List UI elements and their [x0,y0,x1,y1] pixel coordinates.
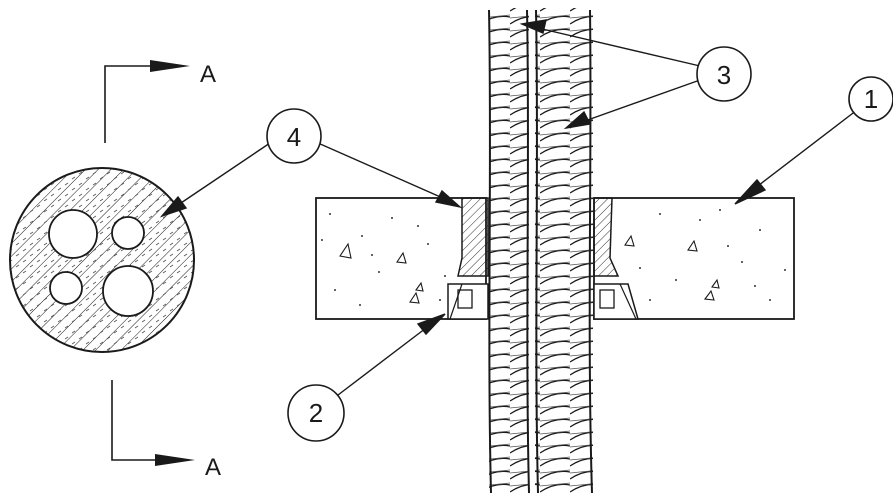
callout-label: 2 [309,398,323,428]
callout-label: 3 [717,60,731,90]
bar-hole [49,271,83,305]
section-marker-bottom: A [111,380,221,481]
callout-label: 4 [287,122,301,152]
callout-label: 1 [864,84,878,114]
section-view [9,167,195,353]
callout-4: 4 [266,108,322,164]
bar-hole [111,216,145,250]
section-label-top: A [200,61,216,88]
bar-hole [48,209,98,259]
callout-1: 1 [848,76,893,122]
callout-2: 2 [287,384,345,442]
section-label-bottom: A [205,454,221,481]
sealing-insert-right [593,197,639,320]
section-disc-texture [11,169,193,351]
bar-hole [102,265,154,317]
sealing-insert-left [447,197,489,320]
rebar-left [488,8,530,493]
rebar-right [535,8,593,493]
leader-lines [159,19,858,396]
section-marker-top: A [104,60,216,143]
callout-3: 3 [696,46,752,102]
